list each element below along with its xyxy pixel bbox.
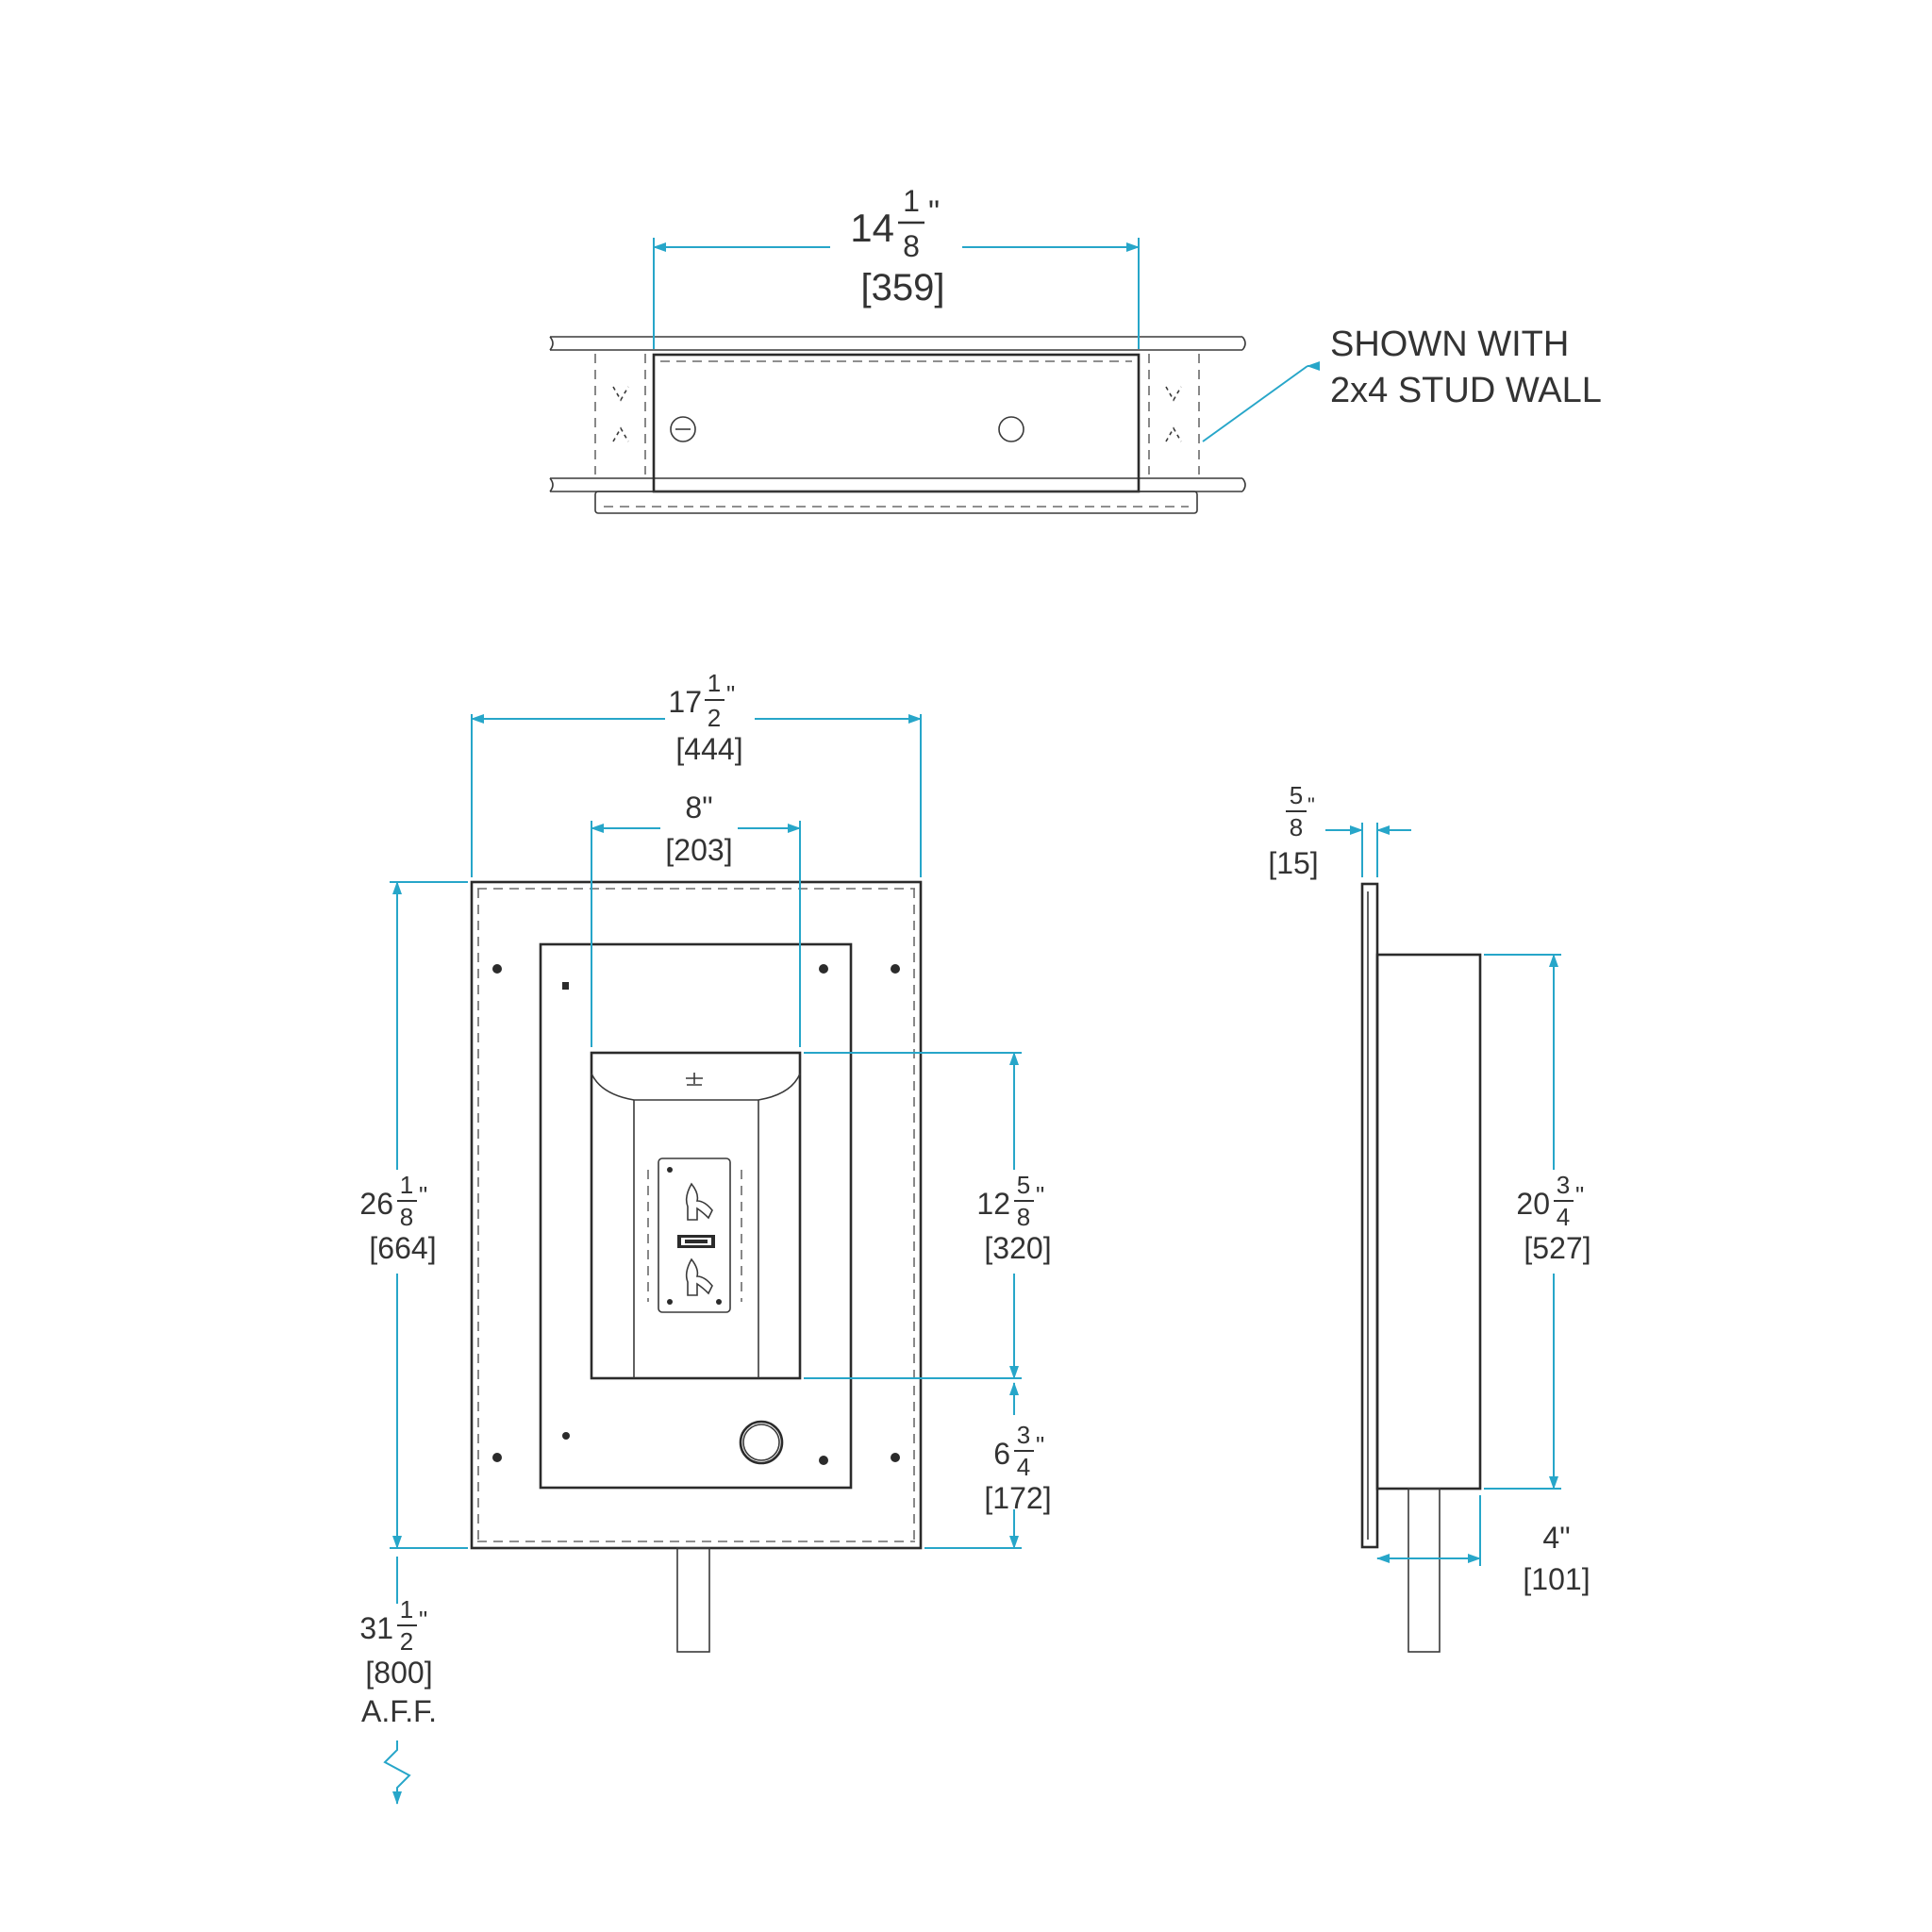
svg-text:": " (928, 194, 940, 230)
svg-text:8: 8 (903, 229, 920, 263)
svg-text:5: 5 (1017, 1171, 1030, 1199)
dim-lower-offset: 6 3 4 " [172] (984, 1421, 1051, 1515)
svg-text:8: 8 (1017, 1203, 1030, 1231)
svg-text:8": 8" (685, 791, 712, 824)
svg-text:4: 4 (1017, 1453, 1030, 1481)
svg-text:": " (726, 680, 735, 708)
svg-text:20: 20 (1516, 1187, 1550, 1221)
svg-text:2x4 STUD WALL: 2x4 STUD WALL (1330, 371, 1602, 410)
svg-text:3: 3 (1557, 1171, 1570, 1199)
svg-text:[664]: [664] (369, 1231, 436, 1265)
svg-text:2: 2 (400, 1627, 413, 1656)
dim-box-height: 20 3 4 " [527] (1516, 1171, 1591, 1265)
svg-text:8: 8 (400, 1203, 413, 1231)
bottle-icon (685, 1257, 713, 1296)
bottle-filler-basin (590, 1051, 802, 1380)
svg-text:[101]: [101] (1523, 1562, 1590, 1596)
svg-text:SHOWN WITH: SHOWN WITH (1330, 325, 1569, 364)
svg-text:[444]: [444] (675, 732, 742, 766)
svg-text:31: 31 (359, 1611, 393, 1645)
front-plate (470, 880, 923, 1550)
svg-text:2: 2 (708, 704, 721, 732)
dim-mount-height: 31 1 2 " [800] A.F.F. (359, 1595, 437, 1728)
svg-text:": " (1307, 793, 1315, 817)
svg-text:[359]: [359] (861, 267, 945, 308)
stud-right (1148, 354, 1200, 475)
side-flange (1360, 882, 1379, 1549)
svg-text:": " (1036, 1181, 1044, 1209)
dim-front-height: 26 1 8 " [664] (359, 1171, 436, 1265)
svg-text:": " (1036, 1431, 1044, 1459)
dim-basin-height: 12 5 8 " [320] (976, 1171, 1051, 1265)
inner-frame (539, 942, 853, 1490)
svg-text:12: 12 (976, 1187, 1010, 1221)
sensor-plate (658, 1158, 731, 1313)
svg-text:1: 1 (400, 1595, 413, 1624)
dim-basin-width: 8" [203] (665, 791, 732, 867)
note-stud-wall: SHOWN WITH 2x4 STUD WALL (1330, 325, 1602, 410)
nozzle-icon (686, 1073, 703, 1086)
svg-text:[203]: [203] (665, 833, 732, 867)
svg-text:3: 3 (1017, 1421, 1030, 1449)
svg-text:1: 1 (903, 184, 920, 218)
svg-text:": " (419, 1606, 427, 1634)
svg-text:17: 17 (668, 685, 702, 719)
dim-box-depth: 4" [101] (1523, 1521, 1590, 1596)
svg-text:[172]: [172] (984, 1481, 1051, 1515)
sensor-window (739, 1420, 784, 1465)
svg-text:[15]: [15] (1268, 846, 1318, 880)
flange-plan (594, 491, 1198, 514)
front-elevation: 17 1 2 " [444] 8" [203] 26 1 8 " [664] (359, 669, 1052, 1805)
svg-text:": " (419, 1181, 427, 1209)
svg-text:1: 1 (400, 1171, 413, 1199)
side-box (1375, 953, 1482, 1491)
dim-flange: 5 8 " [15] (1268, 781, 1318, 880)
svg-text:14: 14 (850, 206, 894, 250)
svg-text:6: 6 (993, 1437, 1010, 1471)
hole-right (998, 416, 1024, 442)
side-drain-pipe (1407, 1488, 1441, 1653)
svg-text:": " (1575, 1181, 1584, 1209)
dim-top-width: 14 1 8 " [359] (850, 184, 944, 308)
plan-view: 14 1 8 " [359] SHOWN WITH 2x4 STUD WALL (549, 184, 1602, 514)
svg-text:5: 5 (1290, 781, 1303, 809)
svg-text:[320]: [320] (984, 1231, 1051, 1265)
drain-pipe (676, 1547, 710, 1653)
svg-text:1: 1 (708, 669, 721, 697)
svg-text:A.F.F.: A.F.F. (361, 1694, 437, 1728)
svg-text:26: 26 (359, 1187, 393, 1221)
svg-text:[527]: [527] (1524, 1231, 1591, 1265)
svg-text:4": 4" (1542, 1521, 1570, 1555)
stud-left (594, 354, 646, 475)
svg-text:[800]: [800] (365, 1656, 432, 1690)
side-elevation: 5 8 " [15] 20 3 4 " [527] 4" [101] (1268, 781, 1591, 1653)
bottle-icon (685, 1182, 713, 1221)
dim-front-width: 17 1 2 " [444] (668, 669, 742, 766)
hole-left (670, 416, 696, 442)
svg-text:8: 8 (1290, 813, 1303, 841)
box-plan-outline (652, 353, 1141, 493)
svg-text:4: 4 (1557, 1203, 1570, 1231)
screw-icon (492, 964, 900, 1465)
